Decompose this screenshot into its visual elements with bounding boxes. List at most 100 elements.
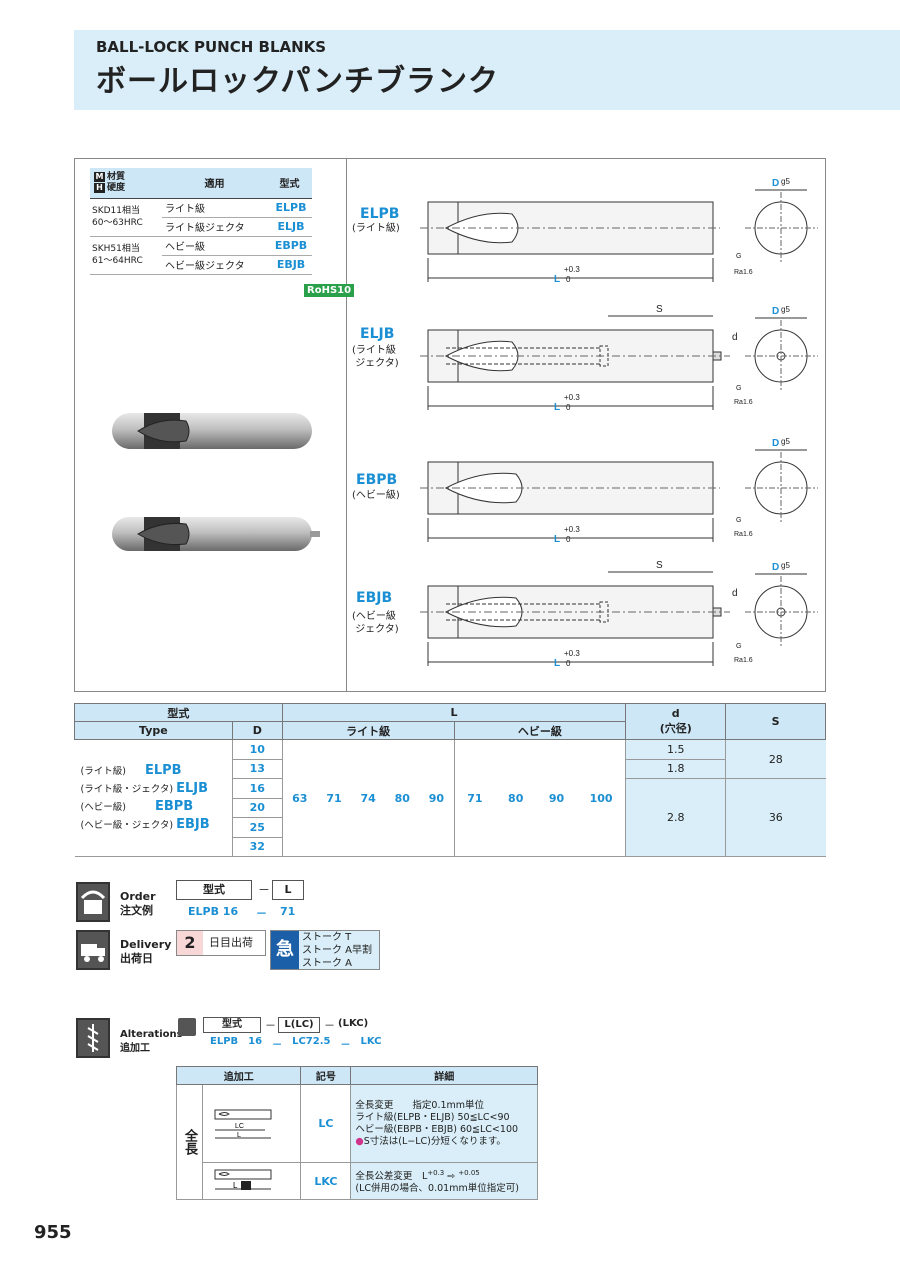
svg-text:Ra1.6: Ra1.6 <box>734 531 753 538</box>
box-divider <box>346 158 347 692</box>
s-value: 28 <box>725 739 826 779</box>
alt-dash: － <box>265 1019 276 1032</box>
type-cell: ELJB <box>267 217 312 237</box>
th-heavy: ヘビー級 <box>453 721 627 740</box>
type-cell: EBJB <box>267 255 312 275</box>
th-d: d(穴径) <box>625 703 727 740</box>
svg-text:+0.3: +0.3 <box>564 649 580 658</box>
d-value: 25 <box>231 817 283 838</box>
diagram-code: ELPB <box>360 206 400 222</box>
dim-d: D <box>772 178 779 189</box>
svg-text:D: D <box>772 306 779 317</box>
svg-text:L: L <box>233 1181 238 1190</box>
svg-text:0: 0 <box>566 535 571 544</box>
rohs-badge: RoHS10 <box>304 284 355 297</box>
hole-d: 1.5 <box>625 739 727 760</box>
svg-text:g5: g5 <box>781 177 790 186</box>
svg-text:L: L <box>554 274 560 285</box>
svg-text:G: G <box>736 643 741 650</box>
svg-text:0: 0 <box>566 403 571 412</box>
page-header: BALL-LOCK PUNCH BLANKS ボールロックパンチブランク <box>74 30 900 110</box>
order-l-box: L <box>272 880 304 900</box>
order-dash: － <box>258 883 271 897</box>
svg-text:S: S <box>656 304 663 315</box>
diagram-sub: (ライト級 ジェクタ) <box>352 345 399 369</box>
phone-small-icon <box>178 1018 196 1036</box>
th-detail: 詳細 <box>350 1066 538 1085</box>
phone-icon <box>76 882 110 922</box>
diagram-code: EBPB <box>356 472 398 488</box>
spec-table: 型式 L d(穴径) S Type D ライト級 ヘビー級 (ライト級) ELP… <box>74 703 826 857</box>
d-value: 20 <box>231 797 283 818</box>
svg-text:+0.3: +0.3 <box>564 525 580 534</box>
th-light: ライト級 <box>281 721 455 740</box>
alt-lkc: (LKC) <box>338 1018 369 1029</box>
use-cell: ヘビー級ジェクタ <box>162 255 268 275</box>
type-cell: EBPB <box>267 236 312 256</box>
svg-text:Ra1.6: Ra1.6 <box>734 657 753 664</box>
svg-text:Ra1.6: Ra1.6 <box>734 399 753 406</box>
svg-text:G: G <box>736 253 741 260</box>
svg-text:L: L <box>554 658 560 669</box>
title-ja: ボールロックパンチブランク <box>96 64 499 99</box>
diagram-code: EBJB <box>356 590 393 606</box>
d-value: 16 <box>231 778 283 799</box>
product-photo <box>112 413 320 551</box>
kyu-icon: 急 <box>271 931 299 969</box>
use-header: 適用 <box>162 168 268 199</box>
svg-text:D: D <box>772 438 779 449</box>
svg-text:Ra1.6: Ra1.6 <box>734 269 753 276</box>
lc-code: LC <box>300 1084 352 1163</box>
th-S: S <box>725 703 826 740</box>
svg-text:+0.3: +0.3 <box>564 265 580 274</box>
truck-icon <box>76 930 110 970</box>
alt-lc-box: L(LC) <box>278 1017 320 1033</box>
d-value: 13 <box>231 758 283 779</box>
order-example-dash: － <box>256 907 267 920</box>
use-cell: ライト級 <box>162 198 268 218</box>
s-value: 36 <box>725 778 826 857</box>
order-type-box: 型式 <box>176 880 252 900</box>
svg-text:g5: g5 <box>781 437 790 446</box>
svg-text:G: G <box>736 517 741 524</box>
svg-text:L: L <box>237 1132 241 1139</box>
lkc-sketch: L <box>201 1161 302 1201</box>
delivery-days: 2 日目出荷 <box>176 930 266 956</box>
title-en: BALL-LOCK PUNCH BLANKS <box>96 38 327 56</box>
d-value: 32 <box>231 836 283 857</box>
svg-text:L: L <box>554 534 560 545</box>
th-alt: 追加工 <box>175 1066 302 1085</box>
svg-text:D: D <box>772 562 779 573</box>
diagram-sub: (ヘビー級) <box>352 490 400 501</box>
svg-text:L: L <box>554 402 560 413</box>
svg-text:0: 0 <box>566 275 571 284</box>
hole-d: 1.8 <box>625 758 727 779</box>
order-example-type: ELPB 16 <box>188 905 239 918</box>
th-type-ja: 型式 <box>74 703 283 722</box>
th-code: 記号 <box>300 1066 352 1085</box>
d-value: 10 <box>231 739 283 760</box>
alt-type-box: 型式 <box>203 1017 261 1033</box>
svg-text:+0.3: +0.3 <box>564 393 580 402</box>
svg-text:g5: g5 <box>781 305 790 314</box>
diagram-sub: (ヘビー級 ジェクタ) <box>352 611 399 635</box>
side-label: 全長 <box>176 1083 203 1201</box>
diagram-code: ELJB <box>360 326 395 342</box>
type-cell: ELPB <box>267 198 312 218</box>
page-number: 955 <box>34 1222 72 1243</box>
type-list: (ライト級) ELPB (ライト級・ジェクタ) ELJB (ヘビー級) EBPB… <box>74 739 233 857</box>
order-example-l: 71 <box>280 905 296 918</box>
hole-d: 2.8 <box>625 778 727 857</box>
svg-text:d: d <box>732 332 738 343</box>
